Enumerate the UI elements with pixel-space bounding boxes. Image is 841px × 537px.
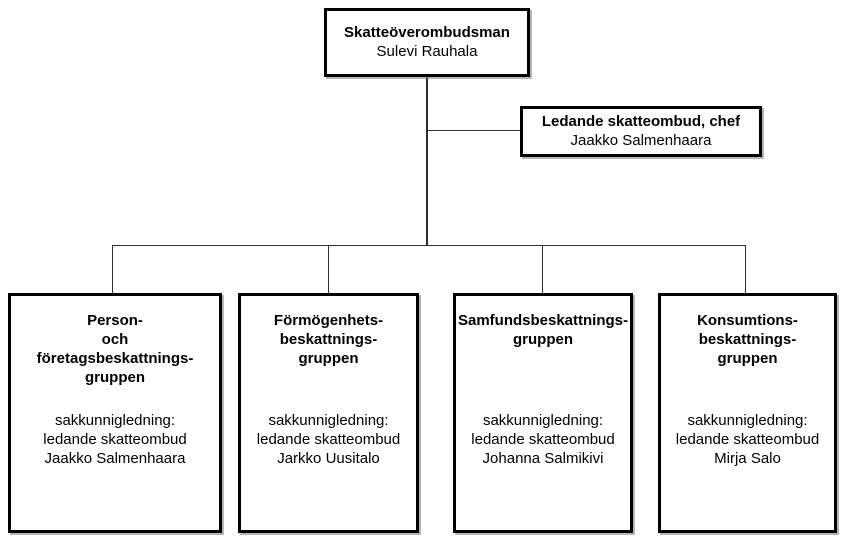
node-group-formogenhetsbeskattning: Förmögenhets- beskattnings- gruppen sakk…	[238, 293, 419, 533]
group-title: Förmögenhets- beskattnings- gruppen	[273, 312, 384, 367]
group-details: sakkunnigledning: ledande skatteombud Jo…	[471, 412, 615, 467]
group-details: sakkunnigledning: ledande skatteombud Ja…	[43, 412, 187, 467]
group-details: sakkunnigledning: ledande skatteombud Ja…	[256, 412, 401, 467]
group-title: Konsumtions- beskattnings- gruppen	[697, 312, 798, 367]
node-person-name: Sulevi Rauhala	[376, 43, 478, 60]
node-person-name: Jaakko Salmenhaara	[570, 132, 712, 149]
node-title: Ledande skatteombud, chef	[541, 113, 741, 130]
connector-drop-group-3	[542, 246, 543, 293]
node-group-konsumtionsbeskattning: Konsumtions- beskattnings- gruppen sakku…	[658, 293, 837, 533]
connector-chief-branch	[427, 130, 520, 131]
connector-drop-group-1	[112, 246, 113, 293]
node-ledande-skatteombud-chef: Ledande skatteombud, chef Jaakko Salmenh…	[520, 106, 762, 157]
connector-drop-group-4	[745, 246, 746, 293]
group-details: sakkunnigledning: ledande skatteombud Mi…	[675, 412, 820, 467]
connector-drop-group-2	[328, 246, 329, 293]
node-skatteoverombudsman: Skatteöverombudsman Sulevi Rauhala	[324, 8, 530, 77]
connector-trunk-vertical	[426, 77, 428, 246]
group-title: Samfundsbeskattnings- gruppen	[457, 312, 629, 348]
connector-bus-horizontal	[112, 245, 746, 246]
group-title: Person- och företagsbeskattnings- gruppe…	[36, 312, 194, 386]
node-group-person-foretagsbeskattning: Person- och företagsbeskattnings- gruppe…	[8, 293, 222, 533]
node-group-samfundsbeskattning: Samfundsbeskattnings- gruppen sakkunnigl…	[453, 293, 633, 533]
node-title: Skatteöverombudsman	[344, 24, 510, 41]
